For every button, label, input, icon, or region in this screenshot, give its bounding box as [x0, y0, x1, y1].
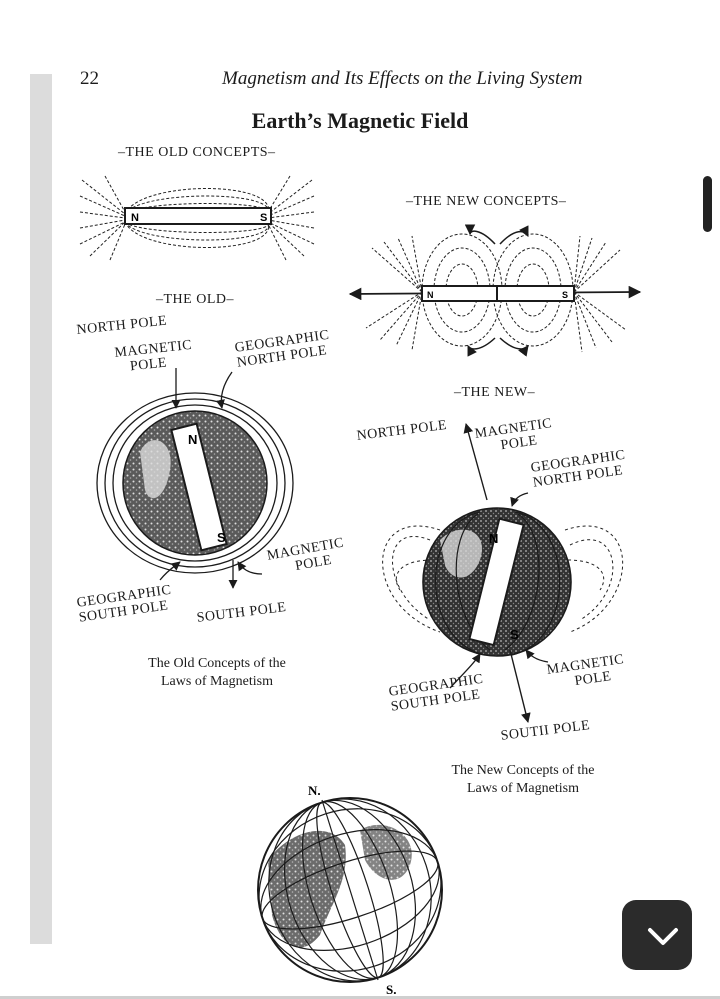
- running-head: Magnetism and Its Effects on the Living …: [222, 68, 583, 89]
- page-number: 22: [80, 68, 99, 89]
- grid-globe-diagram: N. S.: [257, 783, 443, 997]
- old-globe-diagram: N S: [96, 368, 294, 589]
- new-bar-magnet-n-label: N: [427, 290, 434, 300]
- grid-globe-north-label: N.: [308, 783, 321, 798]
- old-concepts-heading: –THE OLD CONCEPTS–: [118, 145, 276, 160]
- scrollbar-thumb[interactable]: [703, 176, 712, 232]
- old-globe-caption: The Old Concepts of the Laws of Magnetis…: [112, 655, 322, 690]
- new-globe-magnet-n: N: [489, 531, 498, 546]
- scroll-down-button[interactable]: [622, 900, 692, 970]
- new-globe-magnet-s: S: [510, 627, 519, 642]
- old-bar-magnet-n-label: N: [131, 212, 139, 224]
- new-globe-caption: The New Concepts of the Laws of Magnetis…: [418, 762, 628, 797]
- grid-globe-south-label: S.: [386, 982, 396, 997]
- new-globe-diagram: N S: [382, 423, 624, 723]
- old-globe-caption-line1: The Old Concepts of the: [148, 656, 286, 671]
- page-bottom-edge: [0, 996, 720, 999]
- new-concepts-heading: –THE NEW CONCEPTS–: [406, 194, 567, 209]
- new-bar-magnet-s-label: S: [562, 290, 568, 300]
- page-margin-shadow: [30, 74, 52, 944]
- old-bar-magnet: [124, 207, 272, 225]
- old-globe-heading: –THE OLD–: [156, 292, 234, 307]
- old-bar-magnet-s-label: S: [260, 212, 267, 224]
- page-title: Earth’s Magnetic Field: [251, 108, 469, 133]
- new-globe-caption-line1: The New Concepts of the: [451, 763, 595, 778]
- old-globe-magnet-s: S: [217, 530, 226, 545]
- new-globe-heading: –THE NEW–: [454, 385, 536, 400]
- chevron-down-icon: [648, 928, 678, 945]
- old-globe-magnet-n: N: [188, 432, 197, 447]
- new-globe-caption-line2: Laws of Magnetism: [467, 780, 579, 796]
- new-bar-magnet-diagram: [348, 224, 642, 357]
- old-globe-caption-line2: Laws of Magnetism: [161, 673, 273, 689]
